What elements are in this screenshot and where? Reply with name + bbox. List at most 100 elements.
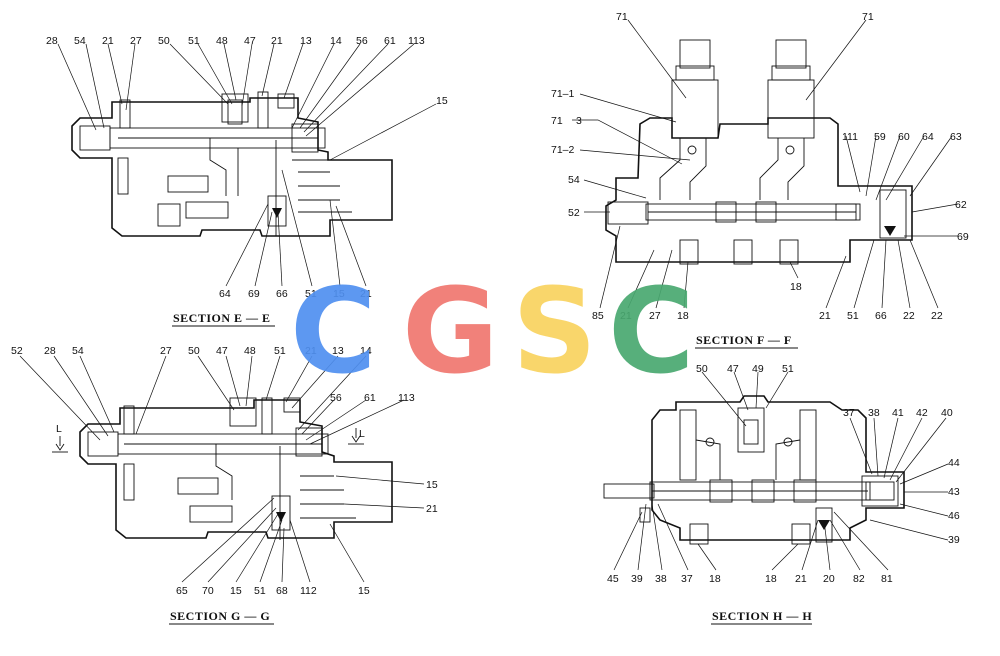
- section-ff-leaders: [572, 19, 959, 309]
- hh-label: 38: [655, 573, 667, 585]
- gg-label: 21: [426, 503, 438, 515]
- hh-label: 41: [892, 407, 904, 419]
- ee-label: 54: [74, 35, 86, 47]
- section-ee-leaders: [57, 43, 437, 287]
- watermark-letter: G: [402, 262, 499, 400]
- hh-label: 39: [631, 573, 643, 585]
- gg-label: 21: [305, 345, 317, 357]
- ff-label: 52: [568, 207, 580, 219]
- section-ee-labels: 28 54 21 27 50 51 48 47 21 13 14 56 61 1…: [46, 35, 448, 327]
- ff-label: 3: [576, 115, 582, 127]
- ff-label: 85: [592, 310, 604, 322]
- ff-label: 59: [874, 131, 886, 143]
- ff-label: 63: [950, 131, 962, 143]
- ee-label: 51: [188, 35, 200, 47]
- gg-label: 70: [202, 585, 214, 597]
- section-gg-drawing: [52, 397, 393, 540]
- gg-label: 112: [300, 585, 317, 597]
- hh-label: 49: [752, 363, 764, 375]
- hh-label: 18: [709, 573, 721, 585]
- hh-label: 42: [916, 407, 928, 419]
- gg-label: 13: [332, 345, 344, 357]
- hh-label: 81: [881, 573, 893, 585]
- gg-label-L: L: [56, 423, 62, 435]
- ff-label: 71: [616, 11, 628, 23]
- watermark-letter: C: [608, 262, 695, 400]
- ff-label: 27: [649, 310, 661, 322]
- ff-label: 21: [819, 310, 831, 322]
- gg-label: 61: [364, 392, 376, 404]
- section-ff-title: SECTION F — F: [696, 333, 792, 347]
- ee-label: 14: [330, 35, 342, 47]
- gg-label: 15: [230, 585, 242, 597]
- ff-label: 71: [551, 115, 563, 127]
- gg-label: 15: [358, 585, 370, 597]
- ff-label: 60: [898, 131, 910, 143]
- gg-label: 14: [360, 345, 372, 357]
- gg-label: 65: [176, 585, 188, 597]
- ee-label: 56: [356, 35, 368, 47]
- gg-label: 56: [330, 392, 342, 404]
- section-gg-labels: 52 28 54 27 50 47 48 51 21 13 14 56 61 1…: [11, 345, 438, 625]
- hh-label: 46: [948, 510, 960, 522]
- section-ee-title: SECTION E — E: [173, 311, 271, 325]
- ee-label: 69: [248, 288, 260, 300]
- hh-label: 37: [843, 407, 855, 419]
- gg-label: 15: [426, 479, 438, 491]
- hh-label: 50: [696, 363, 708, 375]
- ee-label: 48: [216, 35, 228, 47]
- ee-label: 47: [244, 35, 256, 47]
- ee-label: 61: [384, 35, 396, 47]
- gg-label: 48: [244, 345, 256, 357]
- gg-label: 54: [72, 345, 84, 357]
- hh-label: 39: [948, 534, 960, 546]
- gg-label: 27: [160, 345, 172, 357]
- watermark-letter: C: [290, 262, 377, 400]
- gg-label: 47: [216, 345, 228, 357]
- hh-label: 47: [727, 363, 739, 375]
- ee-label: 21: [360, 288, 372, 300]
- ff-label: 111: [842, 131, 858, 143]
- cgsc-watermark: C G S C: [290, 262, 695, 400]
- ff-label: 18: [677, 310, 689, 322]
- ff-label: 66: [875, 310, 887, 322]
- ff-label: 51: [847, 310, 859, 322]
- hh-label: 51: [782, 363, 794, 375]
- watermark-letter: S: [512, 262, 597, 400]
- hh-label: 38: [868, 407, 880, 419]
- ff-label: 18: [790, 281, 802, 293]
- ee-label: 28: [46, 35, 58, 47]
- hh-label: 45: [607, 573, 619, 585]
- ee-label: 27: [130, 35, 142, 47]
- gg-label: 50: [188, 345, 200, 357]
- section-ee-drawing: [71, 91, 393, 237]
- hh-label: 37: [681, 573, 693, 585]
- hh-label: 18: [765, 573, 777, 585]
- ff-label: 71–1: [551, 88, 575, 100]
- ee-label: 15: [333, 288, 345, 300]
- section-hh-drawing: [603, 395, 905, 545]
- gg-label: 51: [274, 345, 286, 357]
- ff-label: 21: [620, 310, 632, 322]
- ee-label: 21: [102, 35, 114, 47]
- ff-label: 71–2: [551, 144, 575, 156]
- ee-label: 64: [219, 288, 231, 300]
- gg-label: 68: [276, 585, 288, 597]
- ff-label: 22: [931, 310, 943, 322]
- hh-label: 21: [795, 573, 807, 585]
- ee-label: 113: [408, 35, 425, 47]
- ff-label: 71: [862, 11, 874, 23]
- section-ff-labels: 71 71 71–1 71 3 71–2 54 52 111 59 60 64 …: [551, 11, 969, 349]
- section-ff-drawing: [605, 39, 913, 265]
- ff-label: 64: [922, 131, 934, 143]
- hh-label: 44: [948, 457, 960, 469]
- ee-label: 21: [271, 35, 283, 47]
- section-gg-title: SECTION G — G: [170, 609, 270, 623]
- ee-label: 51: [305, 288, 317, 300]
- gg-label: 52: [11, 345, 23, 357]
- ee-label: 13: [300, 35, 312, 47]
- ff-label: 22: [903, 310, 915, 322]
- ff-label: 62: [955, 199, 967, 211]
- section-hh-labels: 50 47 49 51 37 38 41 42 40 44 43 46 39 4…: [607, 363, 960, 625]
